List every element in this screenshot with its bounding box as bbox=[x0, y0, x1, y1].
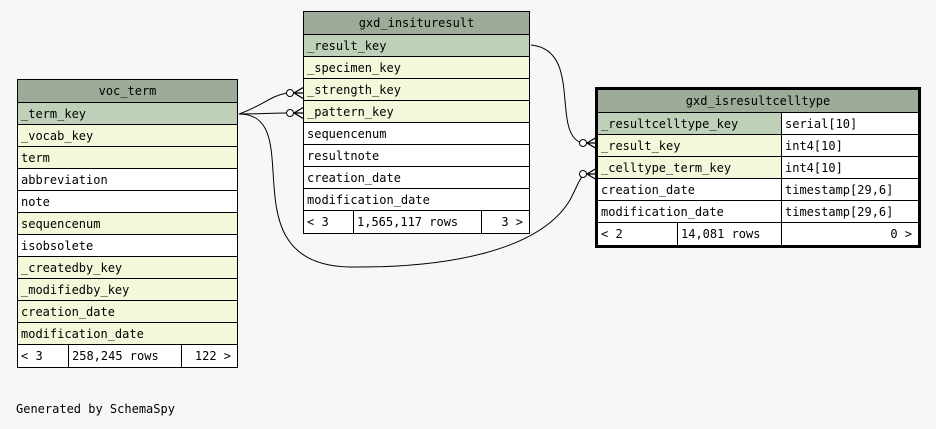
column-row[interactable]: modification_date timestamp[29,6] bbox=[598, 201, 918, 223]
column-name: resultnote bbox=[307, 149, 380, 163]
column-name: modification_date bbox=[21, 327, 144, 341]
column-row[interactable]: _createdby_key bbox=[18, 257, 237, 279]
column-row[interactable]: creation_date bbox=[18, 301, 237, 323]
relation-line-pattern bbox=[238, 112, 288, 115]
column-name: _result_key bbox=[307, 39, 387, 53]
column-type: int4[10] bbox=[781, 135, 918, 156]
table-gxd-isresultcelltype[interactable]: gxd_isresultcelltype _resultcelltype_key… bbox=[595, 87, 921, 248]
children-count[interactable]: 0 > bbox=[781, 223, 918, 245]
row-count: 1,565,117 rows bbox=[353, 211, 481, 233]
column-row[interactable]: abbreviation bbox=[18, 169, 237, 191]
table-footer: < 3 258,245 rows 122 > bbox=[18, 345, 237, 367]
column-name: note bbox=[21, 195, 50, 209]
relation-line-celltype bbox=[238, 113, 587, 268]
parents-count[interactable]: < 3 bbox=[21, 349, 43, 363]
generated-by-credit: Generated by SchemaSpy bbox=[16, 402, 175, 416]
column-row[interactable]: sequencenum bbox=[18, 213, 237, 235]
column-type: int4[10] bbox=[781, 157, 918, 178]
column-name: isobsolete bbox=[21, 239, 94, 253]
children-count[interactable]: 3 > bbox=[481, 211, 529, 233]
crows-foot-marker bbox=[293, 86, 305, 100]
column-name: _createdby_key bbox=[21, 261, 123, 275]
table-title[interactable]: gxd_isresultcelltype bbox=[598, 90, 918, 113]
column-name: _vocab_key bbox=[21, 129, 94, 143]
column-name: sequencenum bbox=[307, 127, 387, 141]
column-row[interactable]: term bbox=[18, 147, 237, 169]
column-name: creation_date bbox=[307, 171, 401, 185]
table-footer: < 2 14,081 rows 0 > bbox=[598, 223, 918, 245]
row-count: 258,245 rows bbox=[68, 345, 181, 367]
table-title[interactable]: gxd_insituresult bbox=[304, 12, 529, 35]
optional-marker bbox=[286, 89, 294, 97]
column-row[interactable]: _resultcelltype_key serial[10] bbox=[598, 113, 918, 135]
column-name: _modifiedby_key bbox=[21, 283, 130, 297]
column-row[interactable]: creation_date timestamp[29,6] bbox=[598, 179, 918, 201]
parents-count[interactable]: < 2 bbox=[601, 227, 623, 241]
column-name: _celltype_term_key bbox=[601, 161, 732, 175]
column-row[interactable]: modification_date bbox=[304, 189, 529, 211]
column-name: _strength_key bbox=[307, 83, 401, 97]
column-name: modification_date bbox=[601, 205, 724, 219]
column-row[interactable]: modification_date bbox=[18, 323, 237, 345]
column-row[interactable]: _pattern_key bbox=[304, 101, 529, 123]
table-gxd-insituresult[interactable]: gxd_insituresult _result_key _specimen_ke… bbox=[303, 11, 530, 234]
column-row[interactable]: _result_key bbox=[304, 35, 529, 57]
column-row[interactable]: resultnote bbox=[304, 145, 529, 167]
relation-line-strength bbox=[238, 92, 288, 115]
column-row[interactable]: _strength_key bbox=[304, 79, 529, 101]
column-name: sequencenum bbox=[21, 217, 101, 231]
column-row[interactable]: _specimen_key bbox=[304, 57, 529, 79]
column-name: _resultcelltype_key bbox=[601, 117, 739, 131]
crows-foot-marker bbox=[586, 136, 598, 150]
column-name: _result_key bbox=[601, 139, 681, 153]
relation-line-result bbox=[530, 44, 587, 145]
optional-marker bbox=[286, 109, 294, 117]
table-title[interactable]: voc_term bbox=[18, 80, 237, 103]
column-name: term bbox=[21, 151, 50, 165]
column-name: _term_key bbox=[21, 107, 87, 121]
column-type: timestamp[29,6] bbox=[781, 201, 918, 222]
column-row[interactable]: _term_key bbox=[18, 103, 237, 125]
column-row[interactable]: creation_date bbox=[304, 167, 529, 189]
column-row[interactable]: _modifiedby_key bbox=[18, 279, 237, 301]
crows-foot-marker bbox=[586, 167, 598, 181]
column-type: serial[10] bbox=[781, 113, 918, 134]
column-row[interactable]: _vocab_key bbox=[18, 125, 237, 147]
column-row[interactable]: isobsolete bbox=[18, 235, 237, 257]
table-footer: < 3 1,565,117 rows 3 > bbox=[304, 211, 529, 233]
parents-count[interactable]: < 3 bbox=[307, 215, 329, 229]
column-name: modification_date bbox=[307, 193, 430, 207]
crows-foot-marker bbox=[293, 106, 305, 120]
column-row[interactable]: sequencenum bbox=[304, 123, 529, 145]
children-count[interactable]: 122 > bbox=[181, 345, 237, 367]
column-type: timestamp[29,6] bbox=[781, 179, 918, 200]
column-row[interactable]: note bbox=[18, 191, 237, 213]
optional-marker bbox=[579, 170, 587, 178]
column-name: creation_date bbox=[601, 183, 695, 197]
column-row[interactable]: _result_key int4[10] bbox=[598, 135, 918, 157]
column-name: creation_date bbox=[21, 305, 115, 319]
row-count: 14,081 rows bbox=[677, 223, 781, 245]
column-name: abbreviation bbox=[21, 173, 108, 187]
column-name: _pattern_key bbox=[307, 105, 394, 119]
column-name: _specimen_key bbox=[307, 61, 401, 75]
optional-marker bbox=[579, 139, 587, 147]
column-row[interactable]: _celltype_term_key int4[10] bbox=[598, 157, 918, 179]
